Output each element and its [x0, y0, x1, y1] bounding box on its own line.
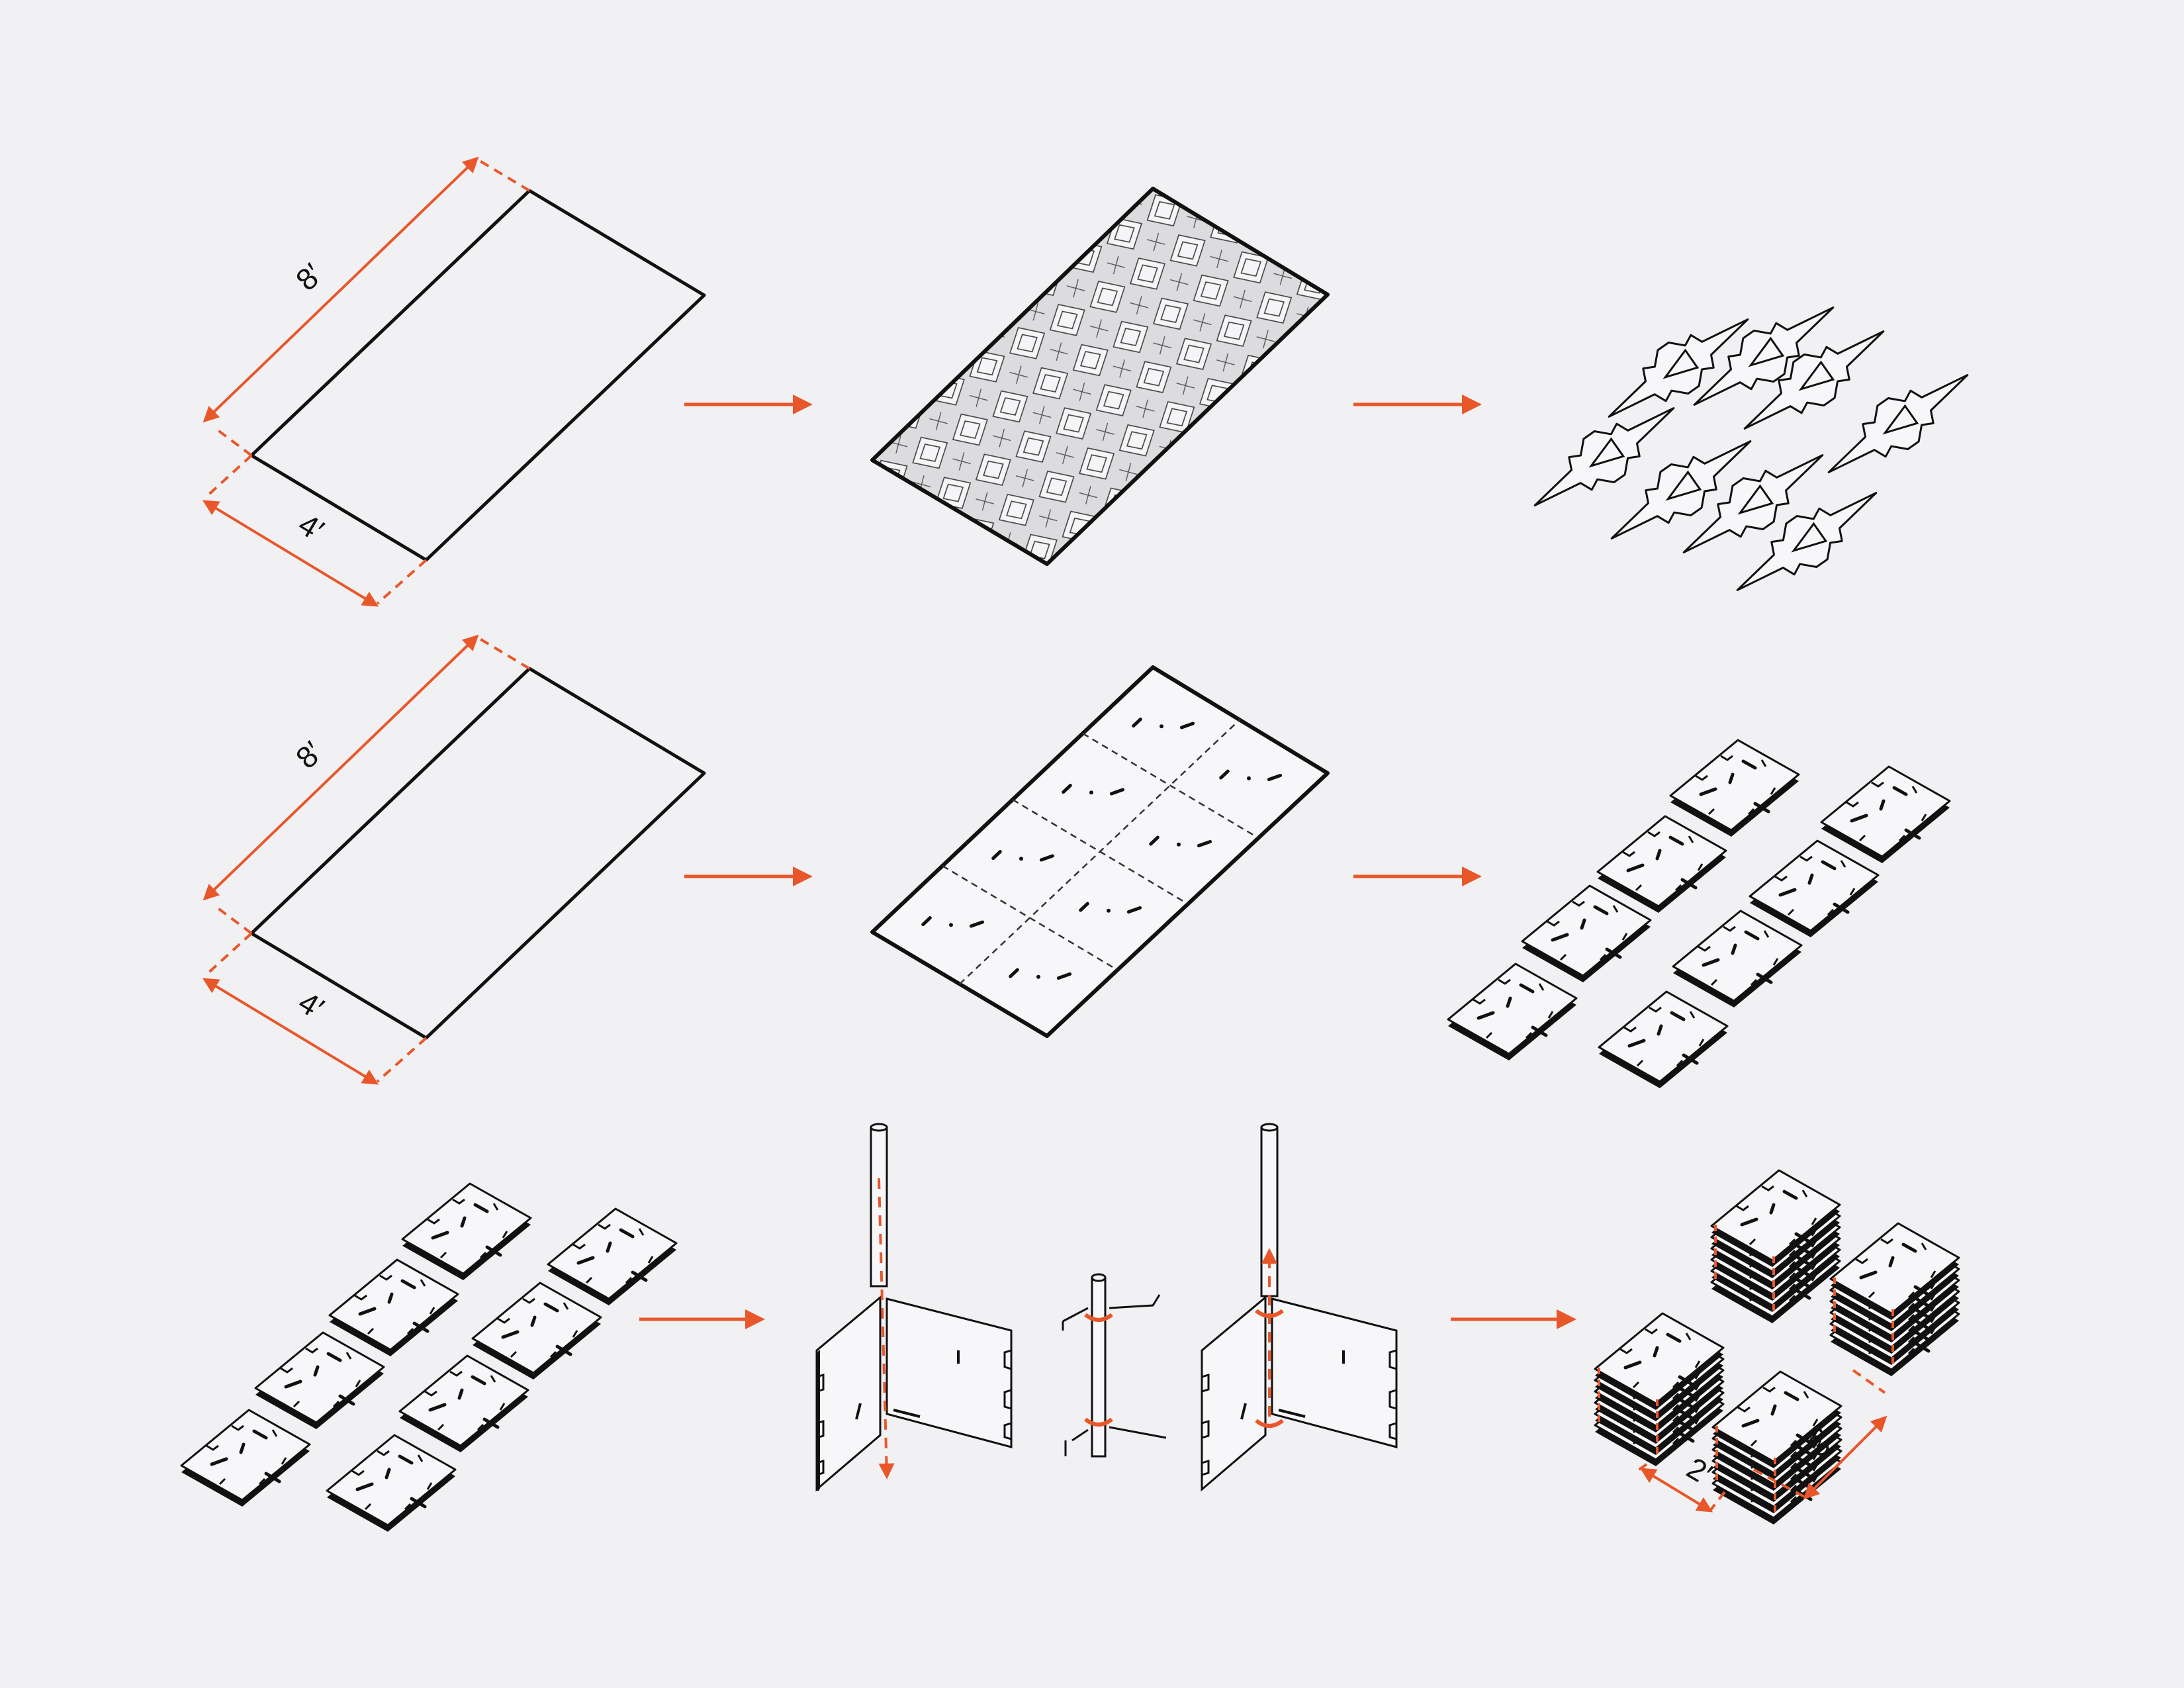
cut-panel [1673, 911, 1801, 1008]
cut-panel [400, 1356, 528, 1452]
cut-panels-row-2 [1448, 740, 1950, 1088]
nested-cut-sheet-1 [872, 189, 1328, 564]
cut-panel [1522, 886, 1651, 982]
assembly-step-insert-rod [817, 1124, 1011, 1491]
cut-panel [473, 1283, 601, 1380]
cut-panel [1448, 964, 1576, 1060]
dimension-length-1: 8′ [205, 159, 529, 455]
panel-stack [1711, 1170, 1840, 1323]
plywood-sheet-1 [251, 191, 704, 560]
cut-spike-pieces [1520, 286, 1983, 612]
stack-width-label: 2′ [1681, 1450, 1718, 1491]
cut-panel [1821, 767, 1950, 863]
cut-panel [1750, 841, 1878, 937]
assembly-step-rod-detail [1063, 1274, 1166, 1456]
row-1: 8′ 4′ [205, 159, 1983, 612]
cut-panel [548, 1209, 676, 1305]
length-label-2: 8′ [289, 735, 330, 775]
cut-panel [1598, 816, 1726, 913]
cut-panel [1599, 992, 1727, 1088]
dimension-length-2: 8′ [205, 637, 529, 933]
cut-panel [330, 1260, 458, 1356]
assembly-step-fix-rod [1202, 1124, 1396, 1489]
dimension-width-1: 4′ [205, 455, 426, 605]
cut-panel [327, 1435, 455, 1532]
stacked-panel-modules [1595, 1170, 1959, 1524]
cut-panel [1670, 740, 1799, 837]
row-2: 8′ 4′ [205, 637, 1950, 1088]
panel-cut-sheet-2 [872, 667, 1328, 1036]
row-3: 2′ 3′ [181, 1124, 1959, 1532]
panel-stack [1831, 1223, 1959, 1376]
cut-panel [181, 1410, 310, 1507]
plywood-sheet-2 [251, 669, 704, 1038]
panel-stack [1595, 1313, 1723, 1466]
dimension-width-2: 4′ [205, 933, 426, 1083]
cut-panel [402, 1184, 531, 1280]
width-label-2: 4′ [293, 984, 330, 1025]
cut-panel [255, 1333, 384, 1429]
length-label-1: 8′ [289, 257, 330, 297]
cut-panels-row-3 [181, 1184, 676, 1532]
width-label-1: 4′ [293, 506, 330, 547]
